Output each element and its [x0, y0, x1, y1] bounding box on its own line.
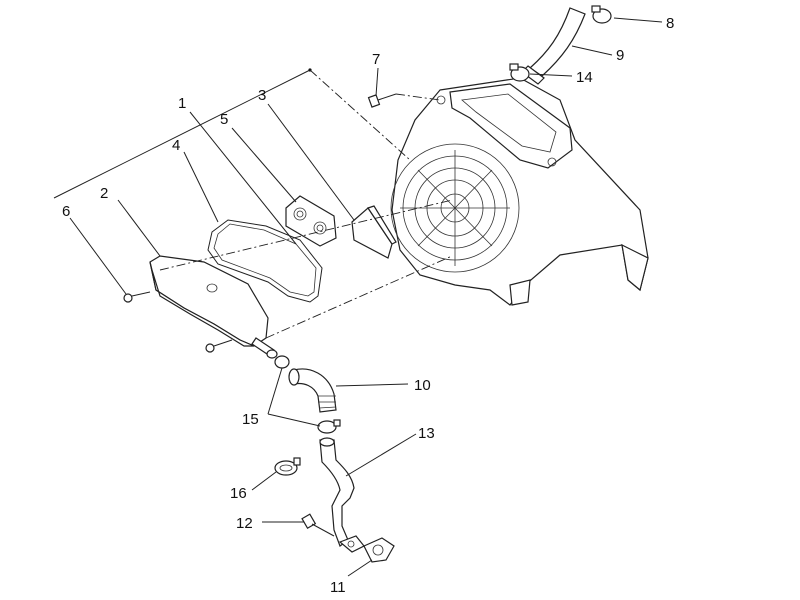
assembly-axis-lines: [159, 69, 453, 339]
callout-8: 8: [666, 15, 674, 32]
clamp-15-lower: [317, 419, 341, 434]
callout-9: 9: [616, 47, 624, 64]
fan-cover-housing: [390, 77, 649, 306]
clamp-15-upper: [274, 355, 290, 369]
flange-gasket-11: [338, 535, 395, 563]
callout-4: 4: [172, 137, 180, 154]
callouts: 1 2 3 4 5 6 7 8 9 10 11 12 13 14 15 16: [62, 15, 674, 596]
gasket-4: [207, 219, 323, 303]
callout-7: 7: [372, 51, 380, 68]
callout-10: 10: [414, 377, 431, 394]
callout-16: 16: [230, 485, 247, 502]
cover-outlet: [251, 337, 278, 359]
callout-5: 5: [220, 111, 228, 128]
filter-element-5: [285, 195, 337, 247]
hose-clamp-8: [591, 5, 612, 24]
callout-13: 13: [418, 425, 435, 442]
callout-11: 11: [330, 579, 346, 596]
leader-lines: [69, 17, 663, 577]
screw-6b: [205, 339, 233, 353]
callout-15: 15: [242, 411, 259, 428]
callout-3: 3: [258, 87, 266, 104]
hose-clamp-14: [509, 63, 530, 82]
clamp-16: [274, 457, 301, 476]
elbow-hose-10: [288, 368, 337, 413]
filter-cover-2: [149, 255, 269, 347]
screw-7: [367, 93, 441, 108]
screw-12: [301, 513, 335, 537]
screw-6a: [123, 291, 151, 303]
callout-2: 2: [100, 185, 108, 202]
callout-6: 6: [62, 203, 70, 220]
callout-1: 1: [178, 95, 186, 112]
rubber-sector-3: [351, 205, 397, 259]
callout-14: 14: [576, 69, 593, 86]
callout-12: 12: [236, 515, 253, 532]
assembly-bracket-1: [53, 68, 312, 199]
pipe-13: [319, 437, 355, 547]
